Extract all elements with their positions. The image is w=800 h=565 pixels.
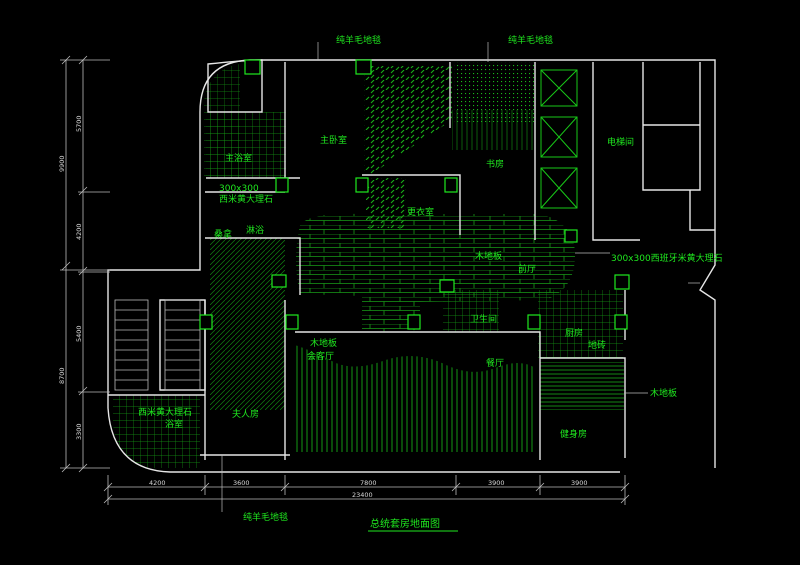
dim-left-inner-4: 3300 — [75, 423, 83, 440]
dim-bottom-total: 23400 — [352, 491, 373, 499]
label-shower: 淋浴 — [246, 224, 264, 236]
dim-left-inner-3: 5400 — [75, 325, 83, 342]
label-marble-bath-line2: 浴室 — [165, 418, 183, 430]
dim-bottom-5: 3900 — [571, 479, 588, 487]
label-wood-floor-right: 木地板 — [650, 387, 677, 399]
dim-left-inner-1: 5700 — [75, 115, 83, 132]
label-marble-bath-line1: 西米黄大理石 — [138, 406, 192, 418]
room-labels: 纯羊毛地毯 纯羊毛地毯 主卧室 主浴室 300x300 西米黄大理石 书房 电梯… — [138, 34, 723, 523]
label-master-bath: 主浴室 — [225, 152, 252, 164]
dim-left-inner-2: 4200 — [75, 223, 83, 240]
drawing-title-block: 总统套房地面图 — [368, 517, 458, 532]
label-master-bedroom: 主卧室 — [320, 134, 347, 146]
label-foyer: 前厅 — [518, 263, 536, 275]
label-guest-hall: 会客厅 — [307, 350, 334, 362]
label-gym: 健身房 — [560, 428, 587, 440]
label-wood-floor-guest: 木地板 — [310, 337, 337, 349]
label-marble-300-line2: 西米黄大理石 — [219, 193, 273, 205]
dim-bottom-2: 3600 — [233, 479, 250, 487]
dimension-texts: 9900 8700 5700 4200 5400 3300 4200 3600 … — [58, 115, 588, 499]
drawing-title: 总统套房地面图 — [370, 517, 440, 530]
label-carpet-top-left: 纯羊毛地毯 — [336, 34, 381, 46]
walls — [107, 59, 716, 473]
label-study: 书房 — [486, 158, 504, 170]
label-marble-ivory: 300x300西班牙米黄大理石 — [611, 252, 723, 264]
label-wood-floor-center: 木地板 — [475, 250, 502, 262]
label-dressing-room: 更衣室 — [407, 206, 434, 218]
label-carpet-top-right: 纯羊毛地毯 — [508, 34, 553, 46]
label-sauna: 桑拿 — [214, 228, 232, 240]
label-lady-room: 夫人房 — [232, 408, 259, 420]
label-carpet-bottom: 纯羊毛地毯 — [243, 511, 288, 523]
columns — [199, 59, 630, 330]
dim-bottom-3: 7800 — [360, 479, 377, 487]
staircase — [114, 299, 201, 391]
elevator-shafts — [540, 69, 578, 209]
floor-finishes — [113, 62, 624, 468]
label-restroom: 卫生间 — [470, 313, 497, 325]
label-kitchen: 厨房 — [565, 327, 583, 339]
label-elevator-hall: 电梯间 — [607, 136, 634, 148]
dimension-lines — [60, 55, 630, 505]
label-floor-tile: 地砖 — [588, 339, 606, 351]
dim-bottom-4: 3900 — [488, 479, 505, 487]
label-marble-300-line1: 300x300 — [219, 184, 259, 194]
label-dining-room: 餐厅 — [486, 357, 504, 369]
dim-left-outer-1: 9900 — [58, 155, 66, 172]
dim-left-outer-2: 8700 — [58, 367, 66, 384]
dim-bottom-1: 4200 — [149, 479, 166, 487]
leader-lines — [221, 42, 700, 512]
